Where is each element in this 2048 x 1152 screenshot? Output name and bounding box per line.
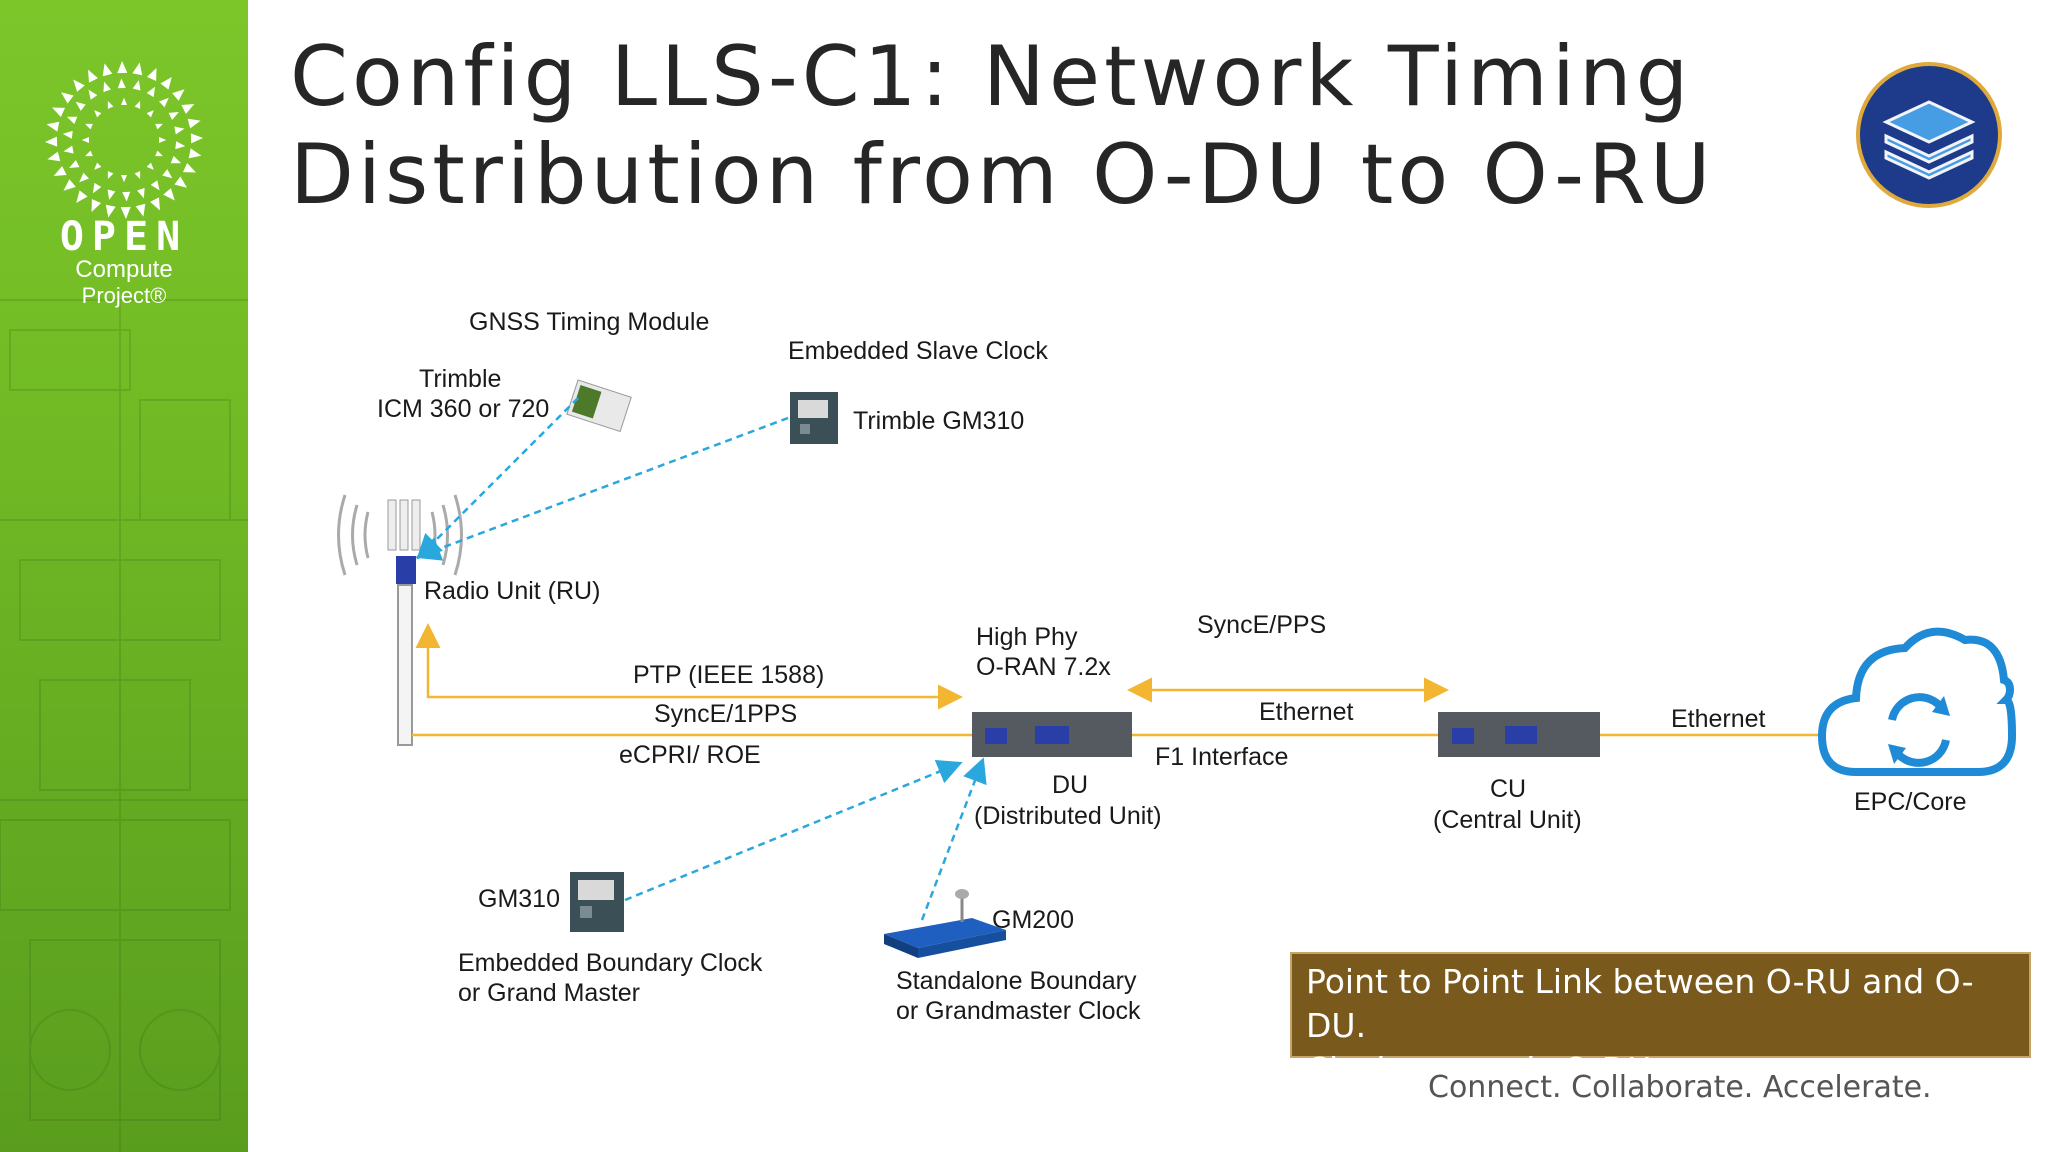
gnss-module-label: GNSS Timing Module — [469, 308, 710, 336]
trimble-label: Trimble — [419, 365, 502, 393]
synce-pps-label: SyncE/PPS — [1197, 611, 1327, 639]
oran-label: O-RAN 7.2x — [976, 653, 1111, 681]
high-phy-label: High Phy — [976, 623, 1078, 651]
sidebar: OPEN Compute Project® — [0, 0, 248, 1152]
embedded-slave-label: Embedded Slave Clock — [788, 337, 1048, 365]
radio-tower-icon — [337, 494, 463, 746]
synce-1pps-label: SyncE/1PPS — [654, 700, 798, 728]
ptp-label: PTP (IEEE 1588) — [633, 661, 825, 689]
du-full-label: (Distributed Unit) — [974, 802, 1162, 830]
cu-box — [1438, 712, 1600, 757]
logo-compute: Compute — [75, 256, 173, 283]
du-label: DU — [1051, 771, 1089, 799]
gm200-to-du-link — [920, 757, 987, 921]
ocp-burst-icon — [45, 61, 203, 219]
cu-label: CU — [1489, 775, 1527, 803]
gnss-module-icon — [566, 379, 632, 433]
gnss-to-ru-link — [416, 397, 579, 560]
ptp-arrow — [415, 623, 963, 710]
cloud-sync-icon — [1817, 627, 2017, 776]
gm310-label: GM310 — [478, 885, 560, 913]
standalone-boundary-label-1: Standalone Boundary — [896, 967, 1137, 995]
callout-line-1: Point to Point Link between O-RU and O-D… — [1306, 962, 1974, 1045]
trimble-gm310-label: Trimble GM310 — [853, 407, 1025, 435]
title-line-2: Distribution from O-DU to O-RU — [290, 126, 1715, 223]
gm200-label: GM200 — [992, 906, 1074, 934]
sidebar-texture — [0, 299, 248, 1152]
callout-line-2: Clock source is O-DU — [1306, 1050, 1652, 1089]
gm310-top-icon — [790, 392, 838, 444]
epc-core-label: EPC/Core — [1854, 788, 1967, 816]
gm200-icon — [884, 889, 1006, 958]
ecpri-label: eCPRI/ ROE — [619, 741, 761, 769]
logo-open: OPEN — [59, 214, 189, 260]
standalone-boundary-label-2: or Grandmaster Clock — [896, 997, 1141, 1025]
f1-interface-label: F1 Interface — [1155, 743, 1289, 771]
du-box — [972, 712, 1132, 757]
logo-project: Project® — [81, 283, 167, 308]
radio-unit-label: Radio Unit (RU) — [424, 577, 601, 605]
title-line-1: Config LLS-C1: Network Timing — [290, 28, 1693, 125]
tagline: Connect. Collaborate. Accelerate. — [1428, 1070, 1932, 1105]
gm310-to-ru-link — [415, 416, 789, 561]
embedded-boundary-label-2: or Grand Master — [458, 979, 641, 1007]
callout-note: Point to Point Link between O-RU and O-D… — [1290, 952, 2031, 1089]
gm310-bottom-icon — [570, 872, 624, 932]
cu-full-label: (Central Unit) — [1433, 806, 1582, 834]
layers-icon — [1856, 62, 2002, 208]
icm-label: ICM 360 or 720 — [377, 395, 550, 423]
ethernet-cu-core-label: Ethernet — [1671, 705, 1766, 733]
embedded-boundary-label-1: Embedded Boundary Clock — [458, 949, 763, 977]
slide-title: Config LLS-C1: Network Timing Distributi… — [290, 28, 1715, 224]
gm310-to-du-link — [624, 759, 963, 902]
ethernet-du-cu-label: Ethernet — [1259, 698, 1354, 726]
